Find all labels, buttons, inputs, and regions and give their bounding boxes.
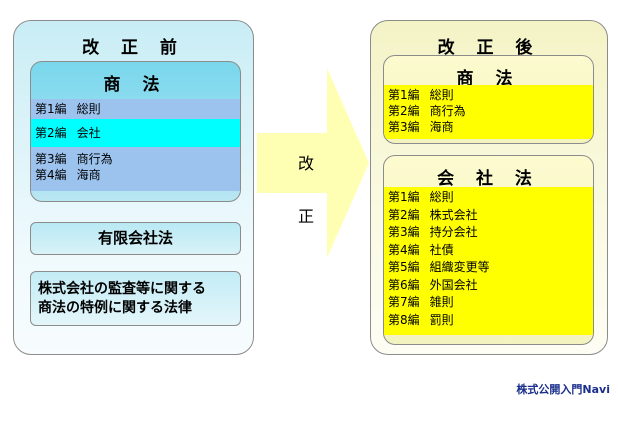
row-name: 総則 — [429, 190, 454, 204]
before-tokurei-box: 株式会社の監査等に関する 商法の特例に関する法律 — [30, 271, 241, 326]
row-name: 持分会社 — [429, 225, 478, 239]
row-num: 第4編 — [35, 168, 67, 182]
arrow-shape — [257, 68, 369, 258]
after-kaisha-box: 会 社 法 第1編総則 第2編株式会社 第3編持分会社 第4編社債 第5編組織変… — [383, 155, 594, 345]
row-name: 罰則 — [429, 312, 454, 327]
row-name: 雑則 — [429, 295, 454, 309]
row-name: 総則 — [429, 88, 454, 102]
after-shoho-box: 商 法 第1編総則 第2編商行為 第3編海商 — [383, 55, 594, 144]
row-num: 第8編 — [388, 312, 420, 327]
row-name: 商行為 — [76, 152, 113, 166]
after-shoho-row-1: 第1編総則 — [384, 87, 593, 103]
before-shoho-row-2: 第2編会社 — [31, 119, 240, 147]
row-num: 第3編 — [388, 120, 420, 134]
row-name: 組織変更等 — [429, 260, 490, 274]
row-num: 第1編 — [388, 190, 420, 204]
before-shoho-row-4: 第4編海商 — [35, 167, 240, 183]
row-name: 海商 — [429, 120, 454, 134]
row-name: 株式会社 — [429, 207, 478, 222]
row-num: 第4編 — [388, 242, 420, 257]
row-name: 総則 — [76, 102, 101, 116]
row-name: 会社 — [76, 126, 101, 140]
row-name: 海商 — [76, 168, 101, 182]
after-shoho-title: 商 法 — [456, 69, 521, 89]
before-title: 改 正 前 — [82, 38, 185, 58]
after-kaisha-title: 会 社 法 — [437, 169, 540, 189]
after-kaisha-row-2: 第2編株式会社 — [384, 207, 593, 225]
row-num: 第2編 — [388, 104, 420, 118]
row-name: 商行為 — [429, 104, 466, 118]
before-shoho-box: 商 法 第1編総則 第2編会社 第3編商行為 第4編海商 — [30, 61, 241, 202]
before-shoho-title: 商 法 — [103, 75, 168, 95]
row-name: 外国会社 — [429, 277, 478, 292]
after-kaisha-row-5: 第5編組織変更等 — [384, 259, 593, 277]
after-kaisha-row-7: 第7編雑則 — [384, 294, 593, 312]
tokurei-line-1: 株式会社の監査等に関する — [38, 281, 206, 297]
after-shoho-row-2: 第2編商行為 — [384, 103, 593, 119]
row-num: 第7編 — [388, 295, 420, 309]
before-yugen-box: 有限会社法 — [30, 222, 241, 255]
tokurei-line-2: 商法の特例に関する法律 — [38, 300, 192, 316]
before-shoho-row-1: 第1編総則 — [31, 99, 240, 119]
after-shoho-list: 第1編総則 第2編商行為 第3編海商 — [384, 85, 593, 139]
before-shoho-rows-3-4: 第3編商行為 第4編海商 — [31, 147, 240, 191]
before-shoho-row-3: 第3編商行為 — [35, 151, 240, 167]
row-num: 第1編 — [35, 102, 67, 116]
row-num: 第5編 — [388, 260, 420, 274]
row-num: 第3編 — [35, 152, 67, 166]
arrow-char-1: 改 — [297, 154, 314, 173]
after-kaisha-row-8: 第8編罰則 — [384, 312, 593, 330]
row-name: 社債 — [429, 242, 454, 257]
row-num: 第2編 — [388, 207, 420, 222]
site-credit: 株式公開入門Navi — [516, 383, 610, 396]
after-kaisha-row-3: 第3編持分会社 — [384, 224, 593, 242]
after-kaisha-row-4: 第4編社債 — [384, 242, 593, 260]
after-kaisha-row-1: 第1編総則 — [384, 189, 593, 207]
after-shoho-row-3: 第3編海商 — [384, 119, 593, 135]
after-kaisha-list: 第1編総則 第2編株式会社 第3編持分会社 第4編社債 第5編組織変更等 第6編… — [384, 187, 593, 335]
after-title: 改 正 後 — [437, 38, 541, 58]
revision-arrow — [257, 68, 369, 258]
row-num: 第6編 — [388, 277, 420, 292]
after-kaisha-row-6: 第6編外国会社 — [384, 277, 593, 295]
arrow-char-2: 正 — [297, 207, 314, 226]
row-num: 第3編 — [388, 225, 420, 239]
row-num: 第2編 — [35, 126, 67, 140]
row-num: 第1編 — [388, 88, 420, 102]
